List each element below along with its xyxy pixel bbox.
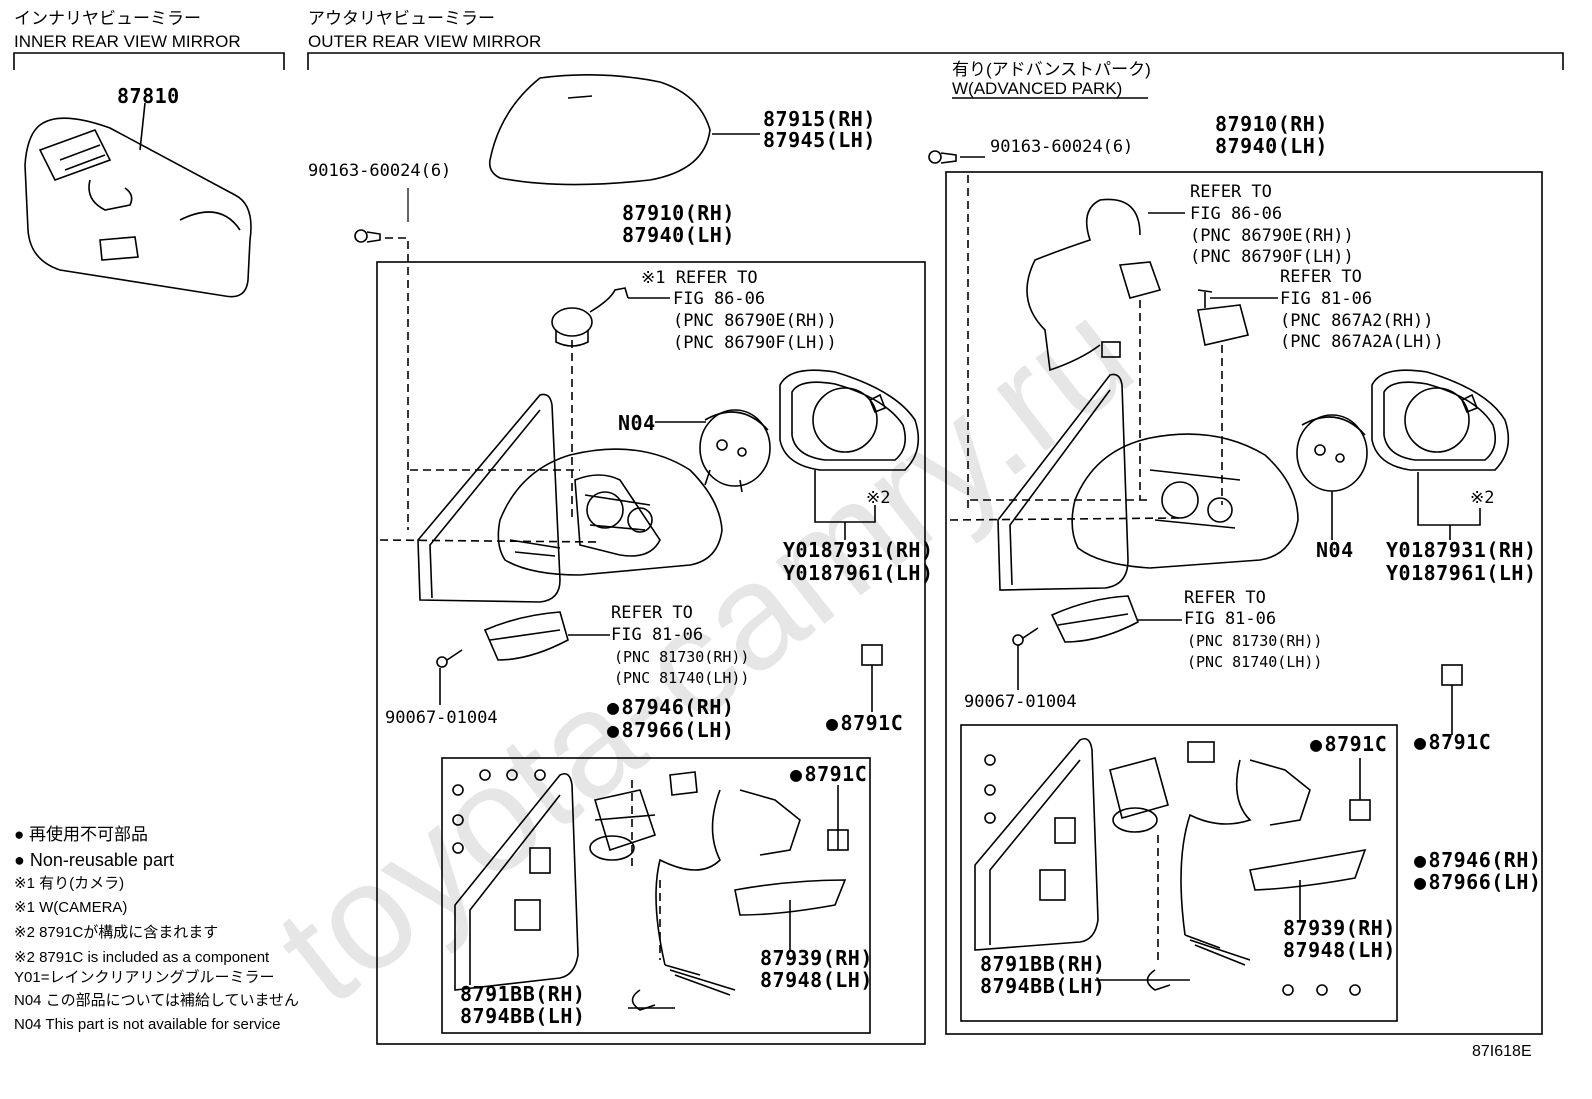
left-n04-motor (699, 409, 771, 493)
outer-bracket (307, 52, 1564, 70)
right-part-8791c-kit: 8791C (1310, 734, 1387, 754)
right-turn-ref-4: (PNC 81740(LH)) (1187, 653, 1323, 671)
left-screw-top (354, 229, 381, 243)
inner-section-en: INNER REAR VIEW MIRROR (14, 32, 241, 51)
left-note2-label: ※2 (866, 488, 891, 508)
legend-line-9: N04 This part is not available for servi… (14, 1016, 281, 1033)
left-kit-contents (452, 769, 849, 1011)
right-part-8794bb-lh: 8794BB(LH) (980, 974, 1106, 998)
left-part-8791c-outer: 8791C (826, 713, 903, 733)
right-part-8791bb-rh: 8791BB(RH) (980, 952, 1106, 976)
outer-section-en: OUTER REAR VIEW MIRROR (308, 32, 542, 51)
part-87915-rh: 87915(RH) (763, 107, 876, 131)
right-part-87946-rh: 87946(RH) (1414, 850, 1541, 870)
left-camera-ref-2: FIG 86-06 (673, 289, 766, 309)
left-camera (551, 287, 629, 347)
left-turn-ref-2: FIG 81-06 (611, 625, 704, 645)
left-n04-label: N04 (618, 411, 656, 435)
right-sensor-ref-3: (PNC 867A2(RH)) (1280, 311, 1434, 331)
left-part-8791bb-rh: 8791BB(RH) (460, 982, 586, 1006)
left-mirror-glass (779, 369, 920, 471)
right-turn-ref-2: FIG 81-06 (1184, 609, 1277, 629)
left-screw-bottom-label: 90067-01004 (385, 708, 498, 728)
right-note2-label: ※2 (1470, 488, 1495, 508)
right-screw-bottom-label: 90067-01004 (964, 692, 1077, 712)
right-mirror-assembly (997, 373, 1299, 591)
left-screw-top-label: 90163-60024(6) (308, 161, 452, 181)
right-cap-outer (1441, 664, 1463, 686)
figure-code: 87I618E (1472, 1043, 1532, 1060)
left-y0187931: Y0187931(RH) (783, 538, 934, 562)
right-y0187931: Y0187931(RH) (1386, 538, 1537, 562)
legend-line-5: ※2 8791Cが構成に含まれます (14, 924, 219, 941)
inner-bracket (13, 52, 285, 70)
right-sensor-ref-1: REFER TO (1280, 267, 1362, 287)
left-kit-frame (441, 757, 871, 1034)
part-87945-lh: 87945(LH) (763, 128, 876, 152)
left-part-8794bb-lh: 8794BB(LH) (460, 1004, 586, 1028)
right-camera-ref-3: (PNC 86790E(RH)) (1190, 226, 1354, 246)
legend-line-2: ● Non-reusable part (14, 850, 174, 870)
right-kit-contents (974, 737, 1371, 996)
left-mirror-assembly (417, 393, 723, 603)
mirror-cover (488, 74, 711, 186)
left-camera-ref-1: ※1 REFER TO (641, 268, 758, 288)
right-screw-top-label: 90163-60024(6) (990, 137, 1134, 157)
right-part-8791c-outer: 8791C (1414, 732, 1491, 752)
left-part-87940-lh: 87940(LH) (622, 223, 735, 247)
legend-line-1: ● 再使用不可部品 (14, 825, 148, 844)
right-mirror-glass (1371, 369, 1510, 471)
right-assembly-frame (945, 171, 1543, 1035)
part-87810: 87810 (117, 84, 180, 108)
left-part-87939-rh: 87939(RH) (760, 946, 873, 970)
advanced-section-en: W(ADVANCED PARK) (952, 79, 1123, 98)
right-sensor (1197, 289, 1249, 346)
right-camera-ref-1: REFER TO (1190, 182, 1272, 202)
legend-line-4: ※1 W(CAMERA) (14, 899, 128, 916)
right-turn-ref-3: (PNC 81730(RH)) (1187, 632, 1323, 650)
right-n04-motor (1296, 414, 1368, 492)
left-cap-outer (861, 644, 883, 666)
left-turn-signal (483, 611, 569, 661)
right-turn-signal (1050, 595, 1140, 643)
right-camera (1026, 198, 1162, 372)
legend-line-8: N04 この部品については補給していません (14, 992, 300, 1009)
right-turn-ref-1: REFER TO (1184, 588, 1266, 608)
right-screw-bottom (1012, 627, 1039, 646)
left-part-87966-lh: 87966(LH) (607, 720, 734, 740)
legend-line-7: Y01=レインクリアリングブルーミラー (14, 969, 275, 986)
right-part-87966-lh: 87966(LH) (1414, 872, 1541, 892)
right-sensor-ref-4: (PNC 867A2A(LH)) (1280, 332, 1444, 352)
right-camera-ref-2: FIG 86-06 (1190, 204, 1283, 224)
right-part-87939-rh: 87939(RH) (1283, 916, 1396, 940)
right-kit-frame (960, 724, 1398, 1022)
left-part-87948-lh: 87948(LH) (760, 968, 873, 992)
left-turn-ref-1: REFER TO (611, 603, 693, 623)
left-camera-ref-4: (PNC 86790F(LH)) (673, 333, 837, 353)
right-sensor-ref-2: FIG 81-06 (1280, 289, 1373, 309)
inner-mirror-drawing (24, 102, 252, 298)
legend-line-3: ※1 有り(カメラ) (14, 875, 125, 892)
left-turn-ref-3: (PNC 81730(RH)) (614, 648, 750, 666)
outer-section-jp: アウタリヤビューミラー (308, 9, 495, 28)
legend-line-6: ※2 8791C is included as a component (14, 949, 270, 966)
right-part-87910-rh: 87910(RH) (1215, 112, 1328, 136)
right-part-87948-lh: 87948(LH) (1283, 938, 1396, 962)
left-y0187961: Y0187961(LH) (783, 561, 934, 585)
right-camera-ref-4: (PNC 86790F(LH)) (1190, 247, 1354, 267)
right-part-87940-lh: 87940(LH) (1215, 134, 1328, 158)
advanced-section-jp: 有り(アドバンストパーク) (952, 60, 1151, 79)
left-part-8791c-kit: 8791C (790, 764, 867, 784)
right-y0187961: Y0187961(LH) (1386, 561, 1537, 585)
left-screw-bottom (436, 649, 463, 668)
left-camera-ref-3: (PNC 86790E(RH)) (673, 311, 837, 331)
inner-section-jp: インナリヤビューミラー (14, 9, 201, 28)
left-part-87946-rh: 87946(RH) (607, 697, 734, 717)
left-part-87910-rh: 87910(RH) (622, 201, 735, 225)
left-turn-ref-4: (PNC 81740(LH)) (614, 669, 750, 687)
left-assembly-frame (376, 261, 926, 1045)
right-n04-label: N04 (1316, 538, 1354, 562)
right-screw-top (928, 150, 957, 164)
